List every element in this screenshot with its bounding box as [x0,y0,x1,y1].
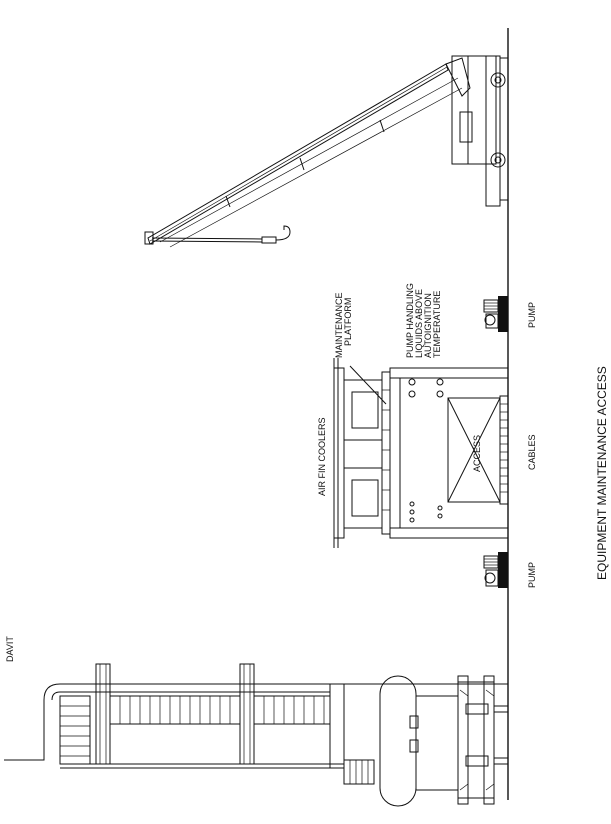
davit-arm [4,700,45,761]
pump-right [483,296,508,332]
label-pump-right: PUMP [527,302,537,328]
column-left [389,527,509,539]
label-note-3: AUTOIGNITION [423,293,433,358]
cooler-bay-2 [343,467,383,529]
hoist-cable [151,240,263,243]
crane-wheel-1 [490,72,506,88]
label-access: ACCESS [472,435,482,472]
label-title: EQUIPMENT MAINTENANCE ACCESS [595,366,609,580]
davit-structure [4,663,508,785]
cooler-bay-1 [343,379,383,441]
crane-carrier [451,55,497,165]
tower-column-1 [95,663,111,765]
tower-column-2 [239,663,255,765]
crane-wheel-2 [490,152,506,168]
label-davit: DAVIT [5,636,15,662]
hook [275,225,291,241]
label-note-2: LIQUIDS ABOVE [414,289,424,358]
air-fin-cooler-structure [333,358,509,548]
cable-tray [499,395,509,505]
label-maintenance: MAINTENANCE [334,292,344,358]
platform-leader [349,365,387,405]
pump-right-base [498,296,508,332]
crane-boom [147,63,449,245]
cooler-top-slab [333,367,345,539]
pump-left [483,552,508,588]
label-air-fin-coolers: AIR FIN COOLERS [317,417,327,496]
mobile-crane [144,55,508,248]
label-cables: CABLES [527,434,537,470]
label-platform: PLATFORM [343,298,353,346]
vessel-shell [379,675,417,807]
label-pump-left: PUMP [527,562,537,588]
heat-exchanger [379,675,509,807]
label-note-4: TEMPERATURE [432,291,442,358]
label-note-1: PUMP HANDLING [405,283,415,358]
column-right [389,367,509,379]
pump-left-base [498,552,508,588]
